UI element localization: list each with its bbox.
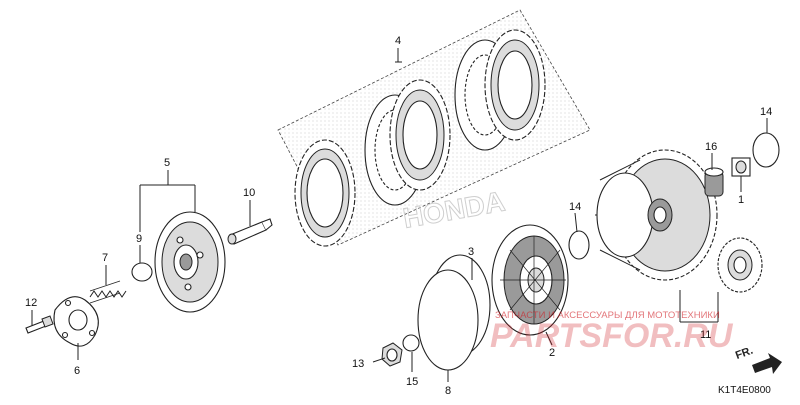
- lifter-plate: [53, 296, 99, 347]
- clutch-spring: [89, 280, 127, 304]
- washer-15: [402, 334, 420, 352]
- callout-4: 4: [395, 35, 401, 47]
- callout-9: 9: [136, 233, 142, 245]
- callout-14-left: 14: [569, 201, 581, 213]
- pressure-plate: [154, 211, 226, 313]
- thrust-washer-14-left: [568, 230, 590, 260]
- callout-16: 16: [705, 141, 717, 153]
- callout-14-right: 14: [760, 106, 772, 118]
- friction-disc-1: [294, 139, 356, 247]
- friction-disc-5: [484, 29, 546, 141]
- driven-gear: [717, 237, 763, 293]
- callout-3: 3: [468, 246, 474, 258]
- callout-2: 2: [549, 347, 555, 359]
- watermark-tagline: ЗАПЧАСТИ И АКСЕССУАРЫ ДЛЯ МОТОТЕХНИКИ: [495, 310, 720, 321]
- bolt: [25, 315, 54, 334]
- watermark-site: PARTSFOR.RU: [490, 317, 734, 355]
- callout-7: 7: [102, 252, 108, 264]
- lifter-rod: [227, 218, 273, 245]
- clutch-plate-set: [294, 29, 546, 247]
- callout-10: 10: [243, 187, 255, 199]
- front-direction-arrow: FR.: [734, 345, 782, 374]
- callout-13: 13: [352, 358, 364, 370]
- clutch-center: [491, 224, 569, 336]
- callout-15: 15: [406, 376, 418, 388]
- circlip: [131, 262, 153, 282]
- friction-disc-3: [389, 79, 451, 191]
- clutch-outer: [595, 149, 718, 281]
- callout-8: 8: [445, 385, 451, 397]
- diagram-code: K1T4E0800: [718, 385, 771, 396]
- callout-5: 5: [164, 157, 170, 169]
- collar: [731, 157, 751, 177]
- callout-labels: 4 5 10 9 7 12 6 3 2 8 13 15 14 16 1 14 1…: [25, 35, 772, 397]
- front-label: FR.: [734, 345, 755, 362]
- leader-lines: [31, 48, 768, 382]
- callout-1: 1: [738, 194, 744, 206]
- callout-11: 11: [700, 329, 711, 341]
- callout-12: 12: [25, 297, 37, 309]
- seal-ring-8: [417, 269, 479, 371]
- needle-bearing: [704, 167, 724, 197]
- lock-nut: [381, 342, 403, 367]
- thrust-washer-14-right: [752, 132, 780, 168]
- callout-6: 6: [74, 365, 80, 377]
